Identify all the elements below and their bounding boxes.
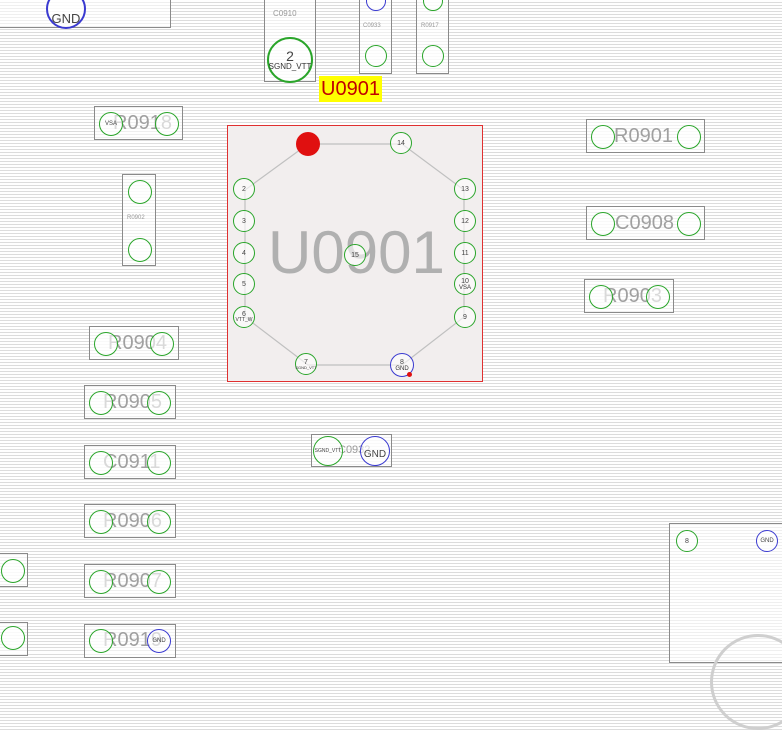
r0907-pin-1[interactable]	[89, 570, 113, 594]
resistor-r0902[interactable]: R0902	[122, 174, 156, 266]
resistor-r0918[interactable]: R0918 VSA	[94, 106, 183, 140]
c0911-pin-2[interactable]	[147, 451, 171, 475]
capacitor-c0911[interactable]: C0911	[84, 445, 176, 479]
r0902-pin-2[interactable]	[128, 238, 152, 262]
gnd-pin-label: GND	[51, 10, 81, 26]
r0904-pin-1[interactable]	[94, 332, 118, 356]
ic-pin-13[interactable]: 13	[454, 178, 476, 200]
resistor-r0901[interactable]: R0901	[586, 119, 705, 153]
r0919-pin-2-net: GND	[152, 638, 166, 644]
ic-pin-14[interactable]: 14	[390, 132, 412, 154]
r0919-pin-1[interactable]	[89, 629, 113, 653]
c0910-ref: C0910	[273, 9, 297, 18]
r0903-pin-1[interactable]	[589, 285, 613, 309]
c0932-pin-2-net: SGND_VTT	[314, 447, 342, 454]
capacitor-c0933[interactable]: C0933	[359, 0, 392, 74]
r0917-ref: R0917	[421, 23, 439, 29]
r0902-pin-1[interactable]	[128, 180, 152, 204]
resistor-r0919[interactable]: R0919 GND	[84, 624, 176, 658]
c0910-pin-2-net: SGND_VTT	[268, 62, 312, 71]
capacitor-c0908[interactable]: C0908	[586, 206, 705, 240]
top-left-part[interactable]: GND	[0, 0, 171, 29]
c0911-ref: C0911	[103, 451, 161, 473]
left-edge-part-2[interactable]	[0, 622, 28, 656]
c0933-pin-top[interactable]	[366, 0, 386, 11]
r0904-pin-2[interactable]	[150, 332, 174, 356]
r0917-pin-top[interactable]	[423, 0, 443, 11]
pin-8-marker	[407, 372, 412, 377]
resistor-r0917[interactable]: R0917	[416, 0, 449, 74]
capacitor-c0910-top[interactable]: C0910 2 SGND_VTT	[264, 0, 316, 83]
c0910-pin-2[interactable]: 2 SGND_VTT	[267, 37, 313, 83]
c0933-pin-bottom[interactable]	[365, 45, 387, 67]
r0901-ref: R0901	[614, 125, 673, 147]
bottom-right-pin-b[interactable]: GND	[756, 530, 778, 552]
bottom-right-pin-a-label: 8	[685, 537, 689, 545]
ic-pin-11[interactable]: 11	[454, 242, 476, 264]
ic-pin-6[interactable]: 6 VTT_W	[233, 306, 255, 328]
r0917-pin-bottom[interactable]	[422, 45, 444, 67]
r0906-pin-1[interactable]	[89, 510, 113, 534]
resistor-r0907[interactable]: R0907	[84, 564, 176, 598]
c0911-pin-1[interactable]	[89, 451, 113, 475]
selected-part-label: U0901	[319, 76, 382, 102]
ic-pin-12[interactable]: 12	[454, 210, 476, 232]
gnd-pin[interactable]: GND	[46, 0, 86, 29]
r0902-ref: R0902	[127, 215, 145, 221]
c0908-pin-2[interactable]	[677, 212, 701, 236]
c0932-pin-1-net: GND	[363, 449, 387, 460]
left-edge-part-2-pin[interactable]	[1, 626, 25, 650]
resistor-r0906[interactable]: R0906	[84, 504, 176, 538]
c0933-ref: C0933	[363, 23, 381, 29]
bottom-right-outline-arc	[710, 634, 782, 730]
bottom-right-pin-b-label: GND	[760, 538, 774, 544]
resistor-r0905[interactable]: R0905	[84, 385, 176, 419]
bottom-right-pin-a[interactable]: 8	[676, 530, 698, 552]
ic-pin-4[interactable]: 4	[233, 242, 255, 264]
ic-pin-7[interactable]: 7 SGND_VTT	[295, 353, 317, 375]
c0910-pin-2-num: 2	[286, 48, 294, 64]
r0905-pin-2[interactable]	[147, 391, 171, 415]
resistor-r0903[interactable]: R0903	[584, 279, 674, 313]
capacitor-c0932[interactable]: C0932 SGND_VTT GND	[311, 434, 392, 467]
r0906-pin-2[interactable]	[147, 510, 171, 534]
r0901-pin-2[interactable]	[677, 125, 701, 149]
selected-part-label-text: U0901	[321, 78, 380, 100]
r0903-pin-2[interactable]	[646, 285, 670, 309]
ic-u0901[interactable]: U0901 2 3 4 5 6 VTT_W 7 SGND_VTT 8 GND 9…	[227, 125, 483, 382]
ic-pin-5[interactable]: 5	[233, 273, 255, 295]
r0918-pin-1[interactable]: VSA	[99, 112, 123, 136]
ic-pin-2[interactable]: 2	[233, 178, 255, 200]
bottom-right-part[interactable]: 8 GND	[669, 523, 782, 730]
ic-pin-3[interactable]: 3	[233, 210, 255, 232]
r0901-pin-1[interactable]	[591, 125, 615, 149]
resistor-r0904[interactable]: R0904	[89, 326, 179, 360]
r0919-pin-2[interactable]: GND	[147, 629, 171, 653]
c0932-pin-1[interactable]: GND	[360, 436, 390, 466]
r0907-pin-2[interactable]	[147, 570, 171, 594]
ic-pin-1[interactable]	[296, 132, 320, 156]
ic-pin-9[interactable]: 9	[454, 306, 476, 328]
r0918-pin-1-net: VSA	[104, 121, 117, 127]
c0932-pin-2[interactable]: SGND_VTT	[313, 436, 343, 466]
r0905-pin-1[interactable]	[89, 391, 113, 415]
ic-pin-15[interactable]: 15	[344, 244, 366, 266]
ic-pin-10[interactable]: 10 VSA	[454, 273, 476, 295]
c0908-ref: C0908	[615, 212, 674, 234]
c0908-pin-1[interactable]	[591, 212, 615, 236]
left-edge-part-1[interactable]	[0, 553, 28, 587]
left-edge-part-1-pin[interactable]	[1, 559, 25, 583]
r0918-pin-2[interactable]	[155, 112, 179, 136]
